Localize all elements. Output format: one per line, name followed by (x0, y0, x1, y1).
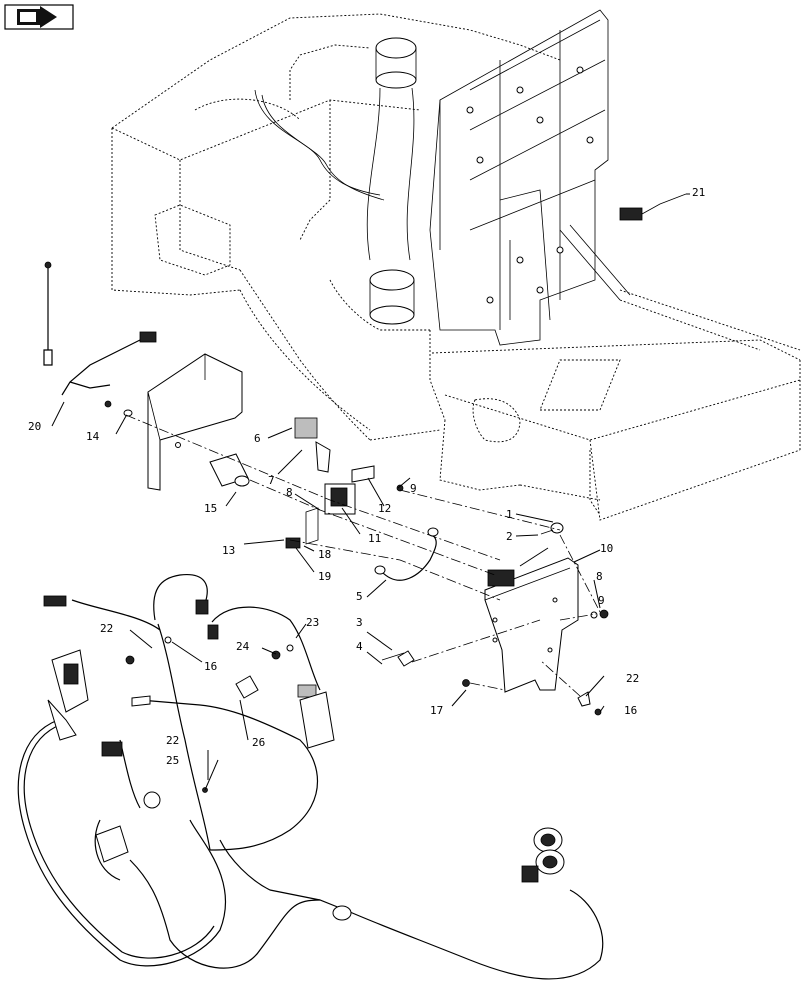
switch-assembly (285, 417, 375, 549)
callouts: 1 2 3 4 5 6 7 8 8 9 9 10 11 12 13 14 15 … (28, 186, 705, 767)
pressure-switch (619, 193, 687, 221)
callout-14: 14 (86, 430, 100, 443)
callout-8a: 8 (286, 486, 293, 499)
leader-lines (51, 193, 690, 791)
callout-21: 21 (692, 186, 705, 199)
callout-2: 2 (506, 530, 513, 543)
callout-3: 3 (356, 616, 363, 629)
upright-bracket (429, 9, 631, 346)
callout-9a: 9 (410, 482, 417, 495)
harness-connectors (43, 595, 565, 921)
callout-26: 26 (252, 736, 265, 749)
callout-9b: 9 (598, 594, 605, 607)
callout-12: 12 (378, 502, 391, 515)
callout-19: 19 (318, 570, 331, 583)
intake-hose (254, 37, 417, 325)
callout-10: 10 (600, 542, 613, 555)
ground-strap (374, 527, 439, 581)
callout-1: 1 (506, 508, 513, 521)
return-arrow-icon[interactable] (4, 4, 74, 30)
callout-22c: 22 (166, 734, 179, 747)
spacer-cylinder (209, 453, 250, 487)
machine-frame (111, 13, 801, 521)
cover-shield (147, 353, 243, 491)
callout-22a: 22 (100, 622, 113, 635)
callout-23: 23 (306, 616, 319, 629)
relay-block (487, 569, 515, 587)
callout-13: 13 (222, 544, 235, 557)
callout-25: 25 (166, 754, 179, 767)
fastener-group (104, 400, 609, 716)
callout-17: 17 (430, 704, 443, 717)
temperature-sensor (43, 261, 157, 396)
callout-4: 4 (356, 640, 363, 653)
callout-15: 15 (204, 502, 217, 515)
callout-16b: 16 (624, 704, 637, 717)
mounting-plate (484, 557, 579, 693)
callout-18: 18 (318, 548, 331, 561)
callout-16a: 16 (204, 660, 217, 673)
callout-8b: 8 (596, 570, 603, 583)
callout-5: 5 (356, 590, 363, 603)
callout-6: 6 (254, 432, 261, 445)
callout-20: 20 (28, 420, 41, 433)
callout-24: 24 (236, 640, 250, 653)
callout-11: 11 (368, 532, 381, 545)
callout-22b: 22 (626, 672, 639, 685)
callout-7: 7 (268, 474, 275, 487)
